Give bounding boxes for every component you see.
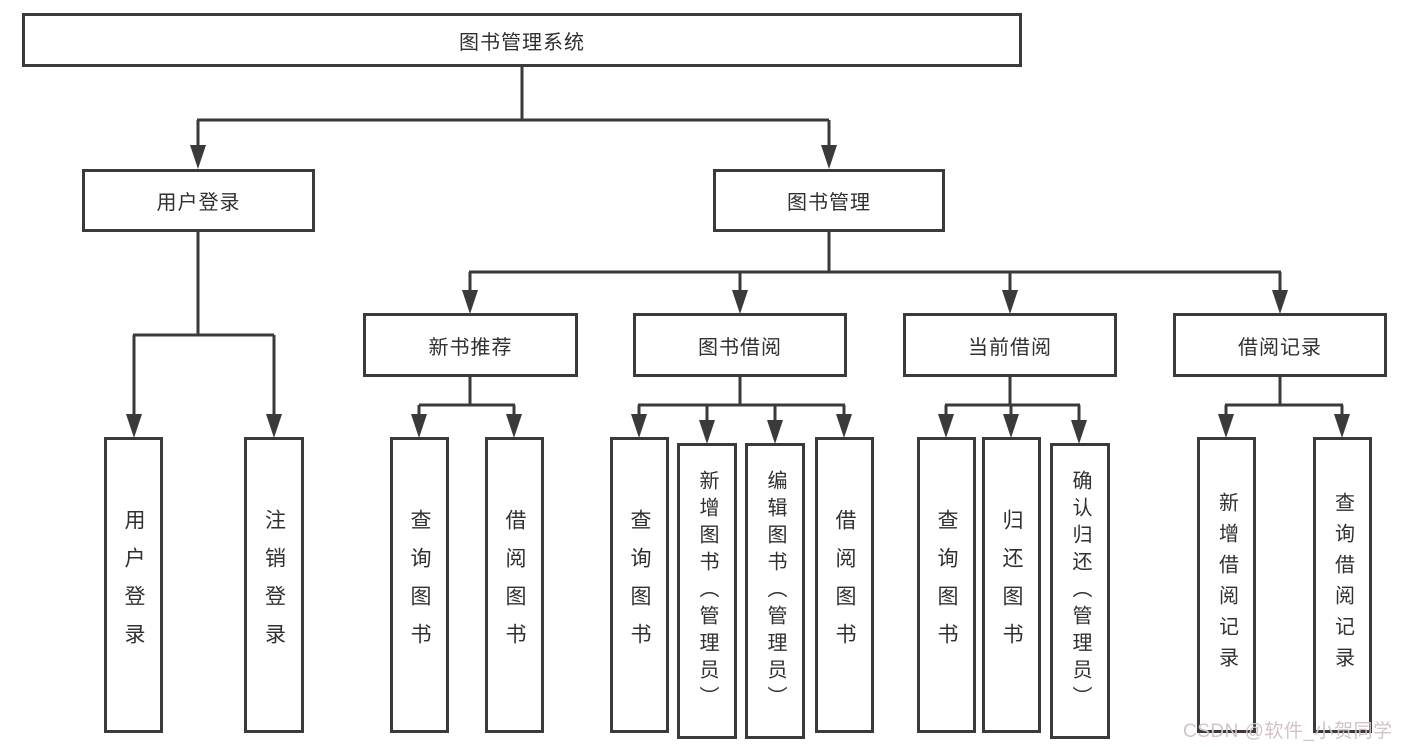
node-book-management: 图书管理 (713, 169, 945, 232)
leaf-query-books-borrowing: 查询图书 (610, 437, 669, 733)
watermark-text: CSDN @软件_小贺同学 (1183, 721, 1393, 742)
leaf-add-borrow-record: 新增借阅记录 (1197, 437, 1256, 733)
node-current-borrowing: 当前借阅 (903, 313, 1117, 377)
leaf-query-borrow-record: 查询借阅记录 (1313, 437, 1372, 733)
leaf-edit-books-admin: 编辑图书（管理员） (745, 443, 805, 739)
leaf-query-books-current: 查询图书 (917, 437, 976, 733)
leaf-return-books: 归还图书 (982, 437, 1041, 733)
leaf-query-books-recommend: 查询图书 (390, 437, 449, 733)
leaf-borrow-books-borrowing: 借阅图书 (815, 437, 874, 733)
node-borrow-records: 借阅记录 (1173, 313, 1387, 377)
node-root: 图书管理系统 (22, 13, 1022, 67)
leaf-logout-login: 注销登录 (244, 437, 304, 733)
leaf-confirm-return-admin: 确认归还（管理员） (1050, 443, 1110, 739)
leaf-add-books-admin: 新增图书（管理员） (677, 443, 737, 739)
node-user-login: 用户登录 (82, 169, 315, 232)
leaf-borrow-books-recommend: 借阅图书 (485, 437, 544, 733)
node-book-borrowing: 图书借阅 (633, 313, 847, 377)
node-new-book-recommend: 新书推荐 (363, 313, 578, 377)
leaf-user-login: 用户登录 (104, 437, 163, 733)
